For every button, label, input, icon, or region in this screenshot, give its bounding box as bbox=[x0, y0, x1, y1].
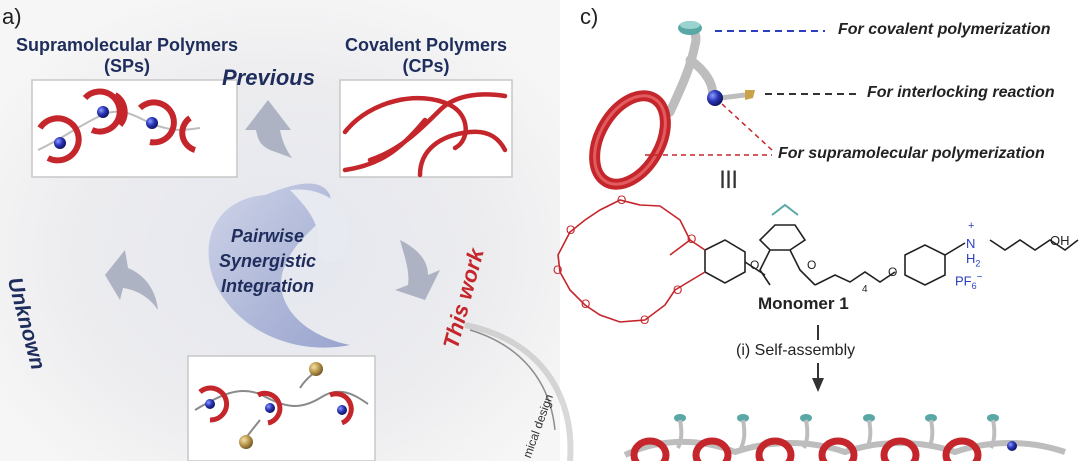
chemical-design-arc bbox=[464, 322, 574, 461]
charge-plus: + bbox=[968, 220, 975, 232]
panel-c-label: c) bbox=[580, 4, 599, 29]
chain-repeat-sub: 4 bbox=[862, 284, 868, 295]
atom-o-5: O bbox=[640, 313, 650, 327]
crown-ether-structure bbox=[557, 199, 692, 323]
atom-h: H bbox=[966, 251, 976, 266]
supra-dash-diag bbox=[721, 103, 773, 151]
pf-sub: 6 bbox=[971, 280, 977, 291]
atom-o-ether: O bbox=[888, 265, 898, 279]
phenyl-ammonium bbox=[904, 239, 1079, 286]
unknown-arrow bbox=[105, 250, 158, 310]
equivalence-mark: ||| bbox=[720, 168, 739, 188]
atom-n: N bbox=[966, 236, 976, 251]
previous-label: Previous bbox=[222, 65, 315, 90]
atom-o-6: O bbox=[687, 232, 697, 246]
sp-rings-illustration bbox=[37, 88, 201, 164]
sp-title-line1: Supramolecular Polymers bbox=[15, 35, 239, 55]
counterion-pf6: PF6− bbox=[955, 272, 982, 291]
ammonium-n: N bbox=[966, 236, 975, 251]
center-line1: Pairwise bbox=[230, 226, 305, 246]
h-sub: 2 bbox=[975, 258, 981, 269]
cp-title-line2: (CPs) bbox=[402, 56, 450, 76]
yin-yang-shape bbox=[208, 183, 350, 348]
this-work-arrow bbox=[395, 240, 440, 300]
atom-o-3: O bbox=[553, 263, 563, 277]
panel-a-label: a) bbox=[2, 4, 22, 29]
ammonium-h2: H2 bbox=[966, 251, 980, 269]
atom-o-4: O bbox=[581, 297, 591, 311]
center-line3: Integration bbox=[221, 276, 314, 296]
step-arrowhead bbox=[812, 378, 824, 392]
atom-o-1: O bbox=[617, 193, 627, 207]
covalent-label: For covalent polymerization bbox=[838, 21, 1051, 38]
atom-o-ester-2: O bbox=[807, 258, 817, 272]
hybrid-illustration bbox=[194, 362, 369, 449]
center-line2: Synergistic bbox=[218, 251, 317, 271]
atom-o-7: O bbox=[673, 283, 683, 297]
self-assembly-label: (i) Self-assembly bbox=[736, 342, 856, 359]
cp-title-line1: Covalent Polymers bbox=[344, 35, 508, 55]
cp-title: Covalent Polymers (CPs) bbox=[340, 35, 512, 77]
assembled-polymer-strip bbox=[623, 414, 1066, 461]
atom-oh: OH bbox=[1050, 233, 1070, 248]
sp-title-line2: (SPs) bbox=[103, 56, 150, 76]
cp-chains-illustration bbox=[342, 92, 508, 178]
monomer-label: Monomer 1 bbox=[758, 294, 849, 313]
atom-o-2: O bbox=[566, 223, 576, 237]
atom-o-ester-1: O bbox=[750, 258, 760, 272]
supramolecular-label: For supramolecular polymerization bbox=[778, 145, 1045, 162]
center-label: Pairwise Synergistic Integration bbox=[200, 224, 335, 299]
previous-arrow bbox=[245, 100, 292, 158]
interlocking-label: For interlocking reaction bbox=[867, 84, 1055, 101]
charge-minus: − bbox=[976, 272, 983, 283]
sp-title: Supramolecular Polymers (SPs) bbox=[12, 35, 242, 77]
norbornene-core bbox=[758, 203, 896, 286]
atom-pf: PF bbox=[955, 273, 972, 289]
